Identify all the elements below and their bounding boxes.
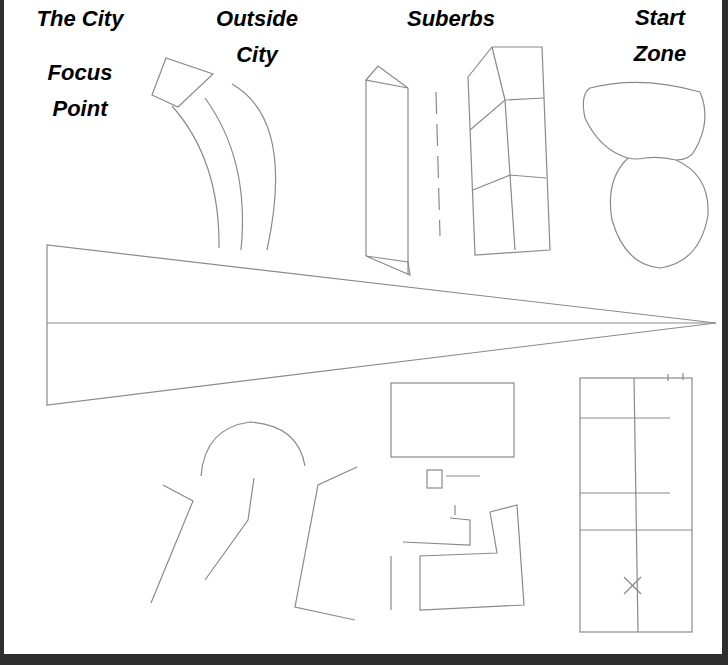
region-label: Focus Point xyxy=(38,55,122,127)
center-line xyxy=(47,322,716,323)
building-edge xyxy=(492,47,505,100)
path-sketch xyxy=(390,556,391,610)
grid-line xyxy=(580,529,692,530)
grid-sketch xyxy=(580,378,692,632)
grid-mark xyxy=(682,373,683,380)
road-line xyxy=(205,98,243,250)
grid-line xyxy=(580,417,670,418)
region-label: The City xyxy=(5,1,155,37)
paper xyxy=(4,0,722,654)
wall-sketch xyxy=(205,478,254,580)
path-sketch xyxy=(454,505,455,515)
region-label: Outside City xyxy=(202,1,312,73)
path-sketch xyxy=(403,518,470,545)
grid-line xyxy=(580,492,670,493)
x-mark xyxy=(624,577,641,594)
dashed-road xyxy=(436,92,440,236)
wall-sketch xyxy=(151,485,193,603)
building-floor xyxy=(470,98,544,130)
grid-mark xyxy=(667,374,668,381)
road-line xyxy=(172,106,219,248)
block-sketch xyxy=(391,383,514,457)
building-edge xyxy=(365,80,366,256)
grid-line xyxy=(634,378,638,632)
road-line xyxy=(232,84,276,250)
building-base xyxy=(366,256,410,275)
road-block xyxy=(152,58,213,107)
arc-sketch xyxy=(201,422,305,476)
block-sketch xyxy=(427,470,442,488)
building-top xyxy=(366,66,408,88)
building-edge xyxy=(407,88,408,274)
building-floor xyxy=(473,175,546,190)
start-blob xyxy=(610,158,708,268)
region-label: Suberbs xyxy=(376,1,526,37)
start-blob xyxy=(583,82,705,160)
tall-building xyxy=(468,47,550,255)
wall-sketch xyxy=(295,467,357,620)
region-label: Start Zone xyxy=(618,0,702,72)
building-outline xyxy=(420,505,524,610)
x-mark xyxy=(624,577,641,594)
focus-triangle xyxy=(47,245,716,405)
path-sketch xyxy=(446,475,480,476)
